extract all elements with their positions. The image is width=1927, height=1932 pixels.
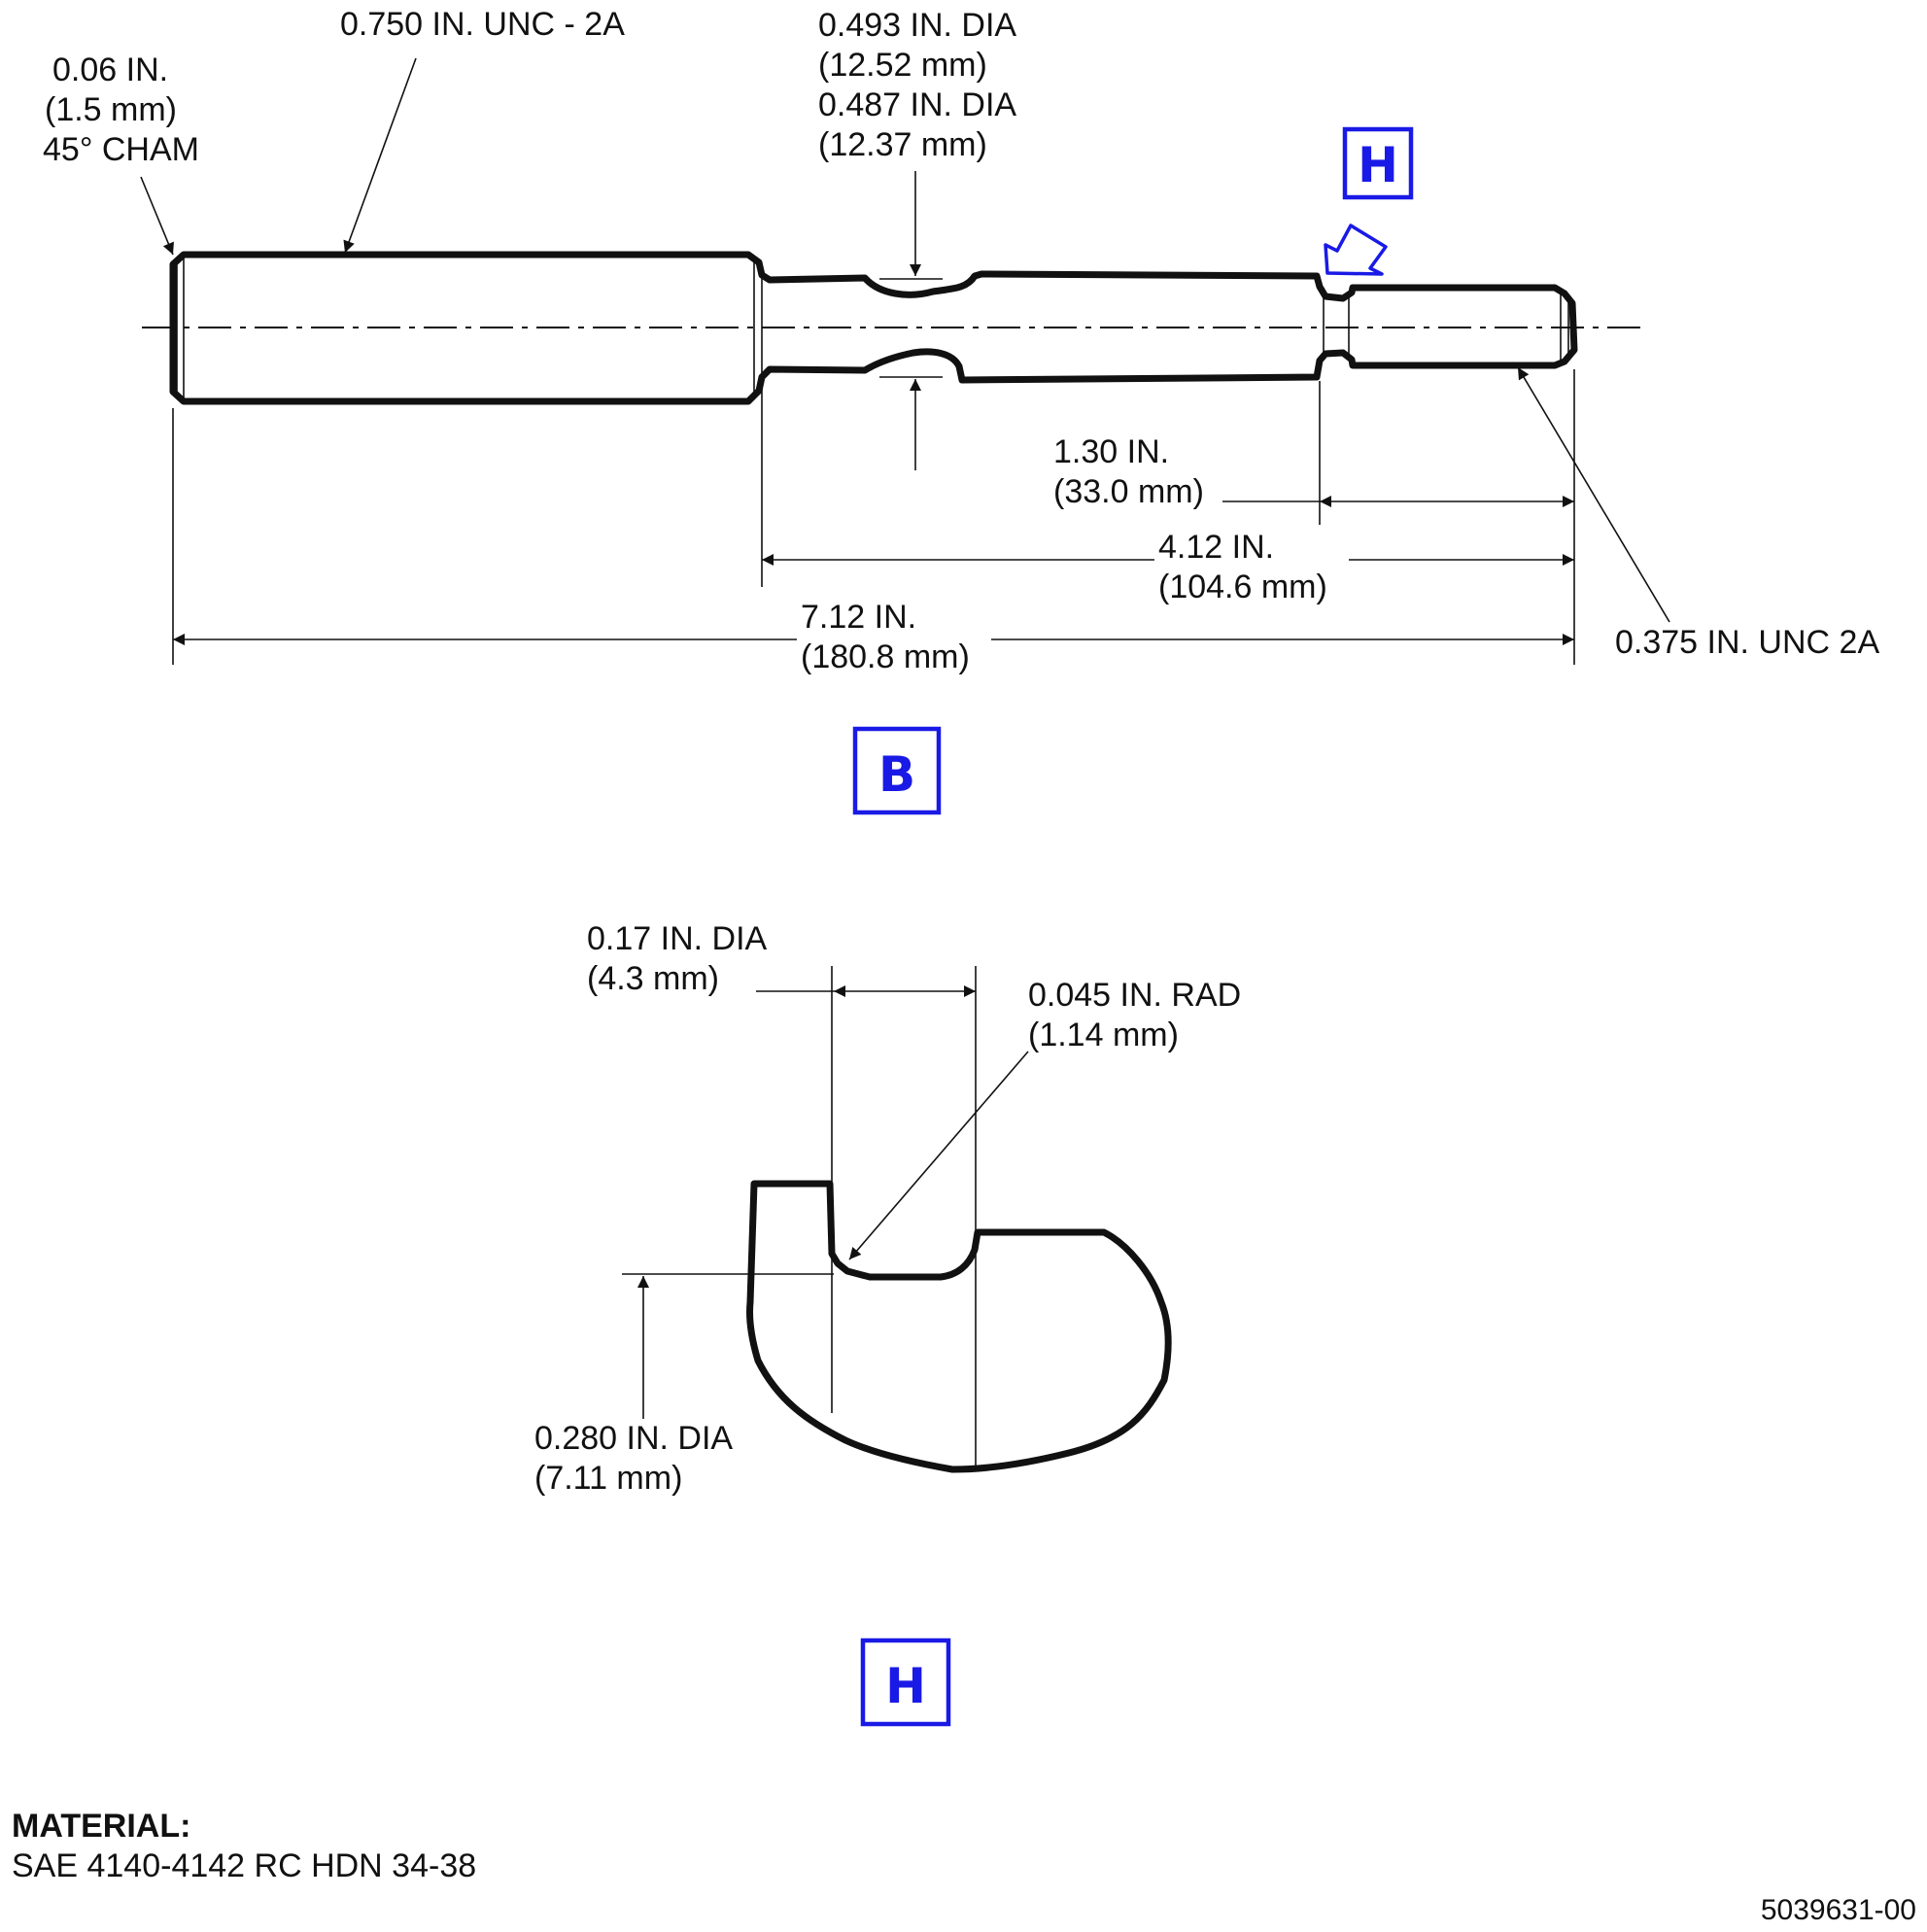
radius-label-mm: (1.14 mm) [1028,1017,1179,1053]
detail-h-view: 0.17 IN. DIA (4.3 mm) 0.045 IN. RAD (1.1… [534,920,1241,1727]
width-label-in: 0.17 IN. DIA [587,920,768,957]
view-callout-box-b [852,726,942,815]
thread-large-label: 0.750 IN. UNC - 2A [340,6,625,43]
radius-leader [848,1051,1029,1260]
dim-712-mm: (180.8 mm) [801,638,970,675]
drawing-number: 5039631-00 [1761,1894,1916,1926]
thread-small-leader [1517,366,1670,623]
detail-pointer-arrow [1324,224,1388,276]
label-mask [797,596,991,673]
groove-dia-max-mm: (12.52 mm) [818,47,987,84]
width-label-mm: (4.3 mm) [587,960,719,997]
material-spec: SAE 4140-4142 RC HDN 34-38 [12,1847,476,1884]
label-mask [1154,525,1349,603]
dim-130-in: 1.30 IN. [1053,433,1169,470]
groove-dia-min-mm: (12.37 mm) [818,126,987,163]
material-heading: MATERIAL: [12,1808,190,1845]
chamfer-label-line-2: (1.5 mm) [45,91,177,128]
detail-ref-letter: H [1358,137,1398,193]
diameter-label-in: 0.280 IN. DIA [534,1420,733,1457]
view-callout-letter-b: B [878,746,915,803]
shaft-outline [169,251,1578,405]
chamfer-leader [140,176,174,256]
detail-profile-outline [746,1180,1172,1473]
dim-412-in: 4.12 IN. [1158,529,1274,566]
thread-large-leader [343,57,417,254]
dim-412-mm: (104.6 mm) [1158,569,1327,605]
diameter-label-mm: (7.11 mm) [534,1460,682,1497]
chamfer-label-line-1: 0.06 IN. [52,52,168,88]
groove-dia-max: 0.493 IN. DIA [818,7,1016,44]
groove-dia-min: 0.487 IN. DIA [818,86,1016,123]
detail-callout-letter-h: H [885,1658,926,1714]
detail-ref-box [1342,126,1414,200]
dim-712-in: 7.12 IN. [801,599,916,636]
radius-label-in: 0.045 IN. RAD [1028,977,1241,1014]
detail-callout-box-h [860,1638,951,1727]
dim-130-mm: (33.0 mm) [1053,473,1204,510]
chamfer-label-line-3: 45° CHAM [43,131,199,168]
thread-small-label: 0.375 IN. UNC 2A [1615,624,1879,661]
shaft-view: H 0.06 IN. (1.5 mm) 45° CHAM 0.750 IN. U… [43,6,1879,815]
